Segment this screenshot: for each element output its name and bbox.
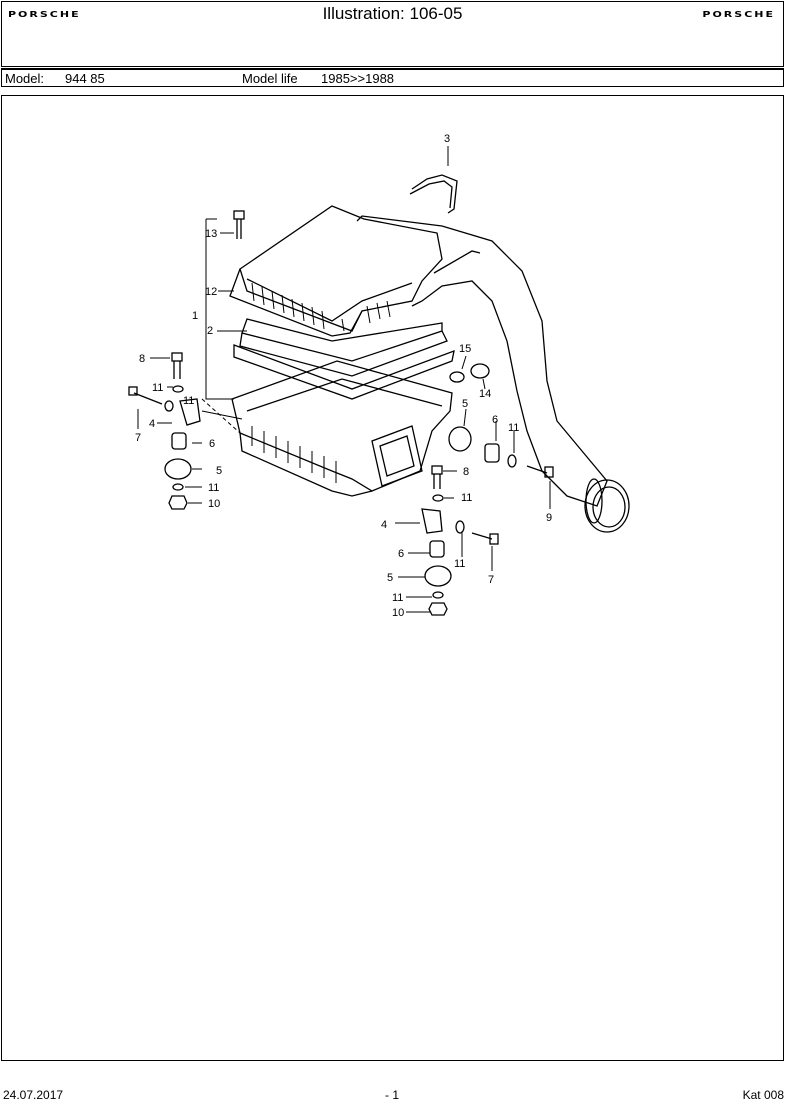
callout-11: 11 xyxy=(152,382,163,394)
callout-6-c: 6 xyxy=(398,548,404,560)
callout-4-b: 4 xyxy=(381,519,387,531)
callout-12: 12 xyxy=(205,286,217,298)
callout-1: 1 xyxy=(192,310,198,322)
porsche-logo-right: PORSCHE xyxy=(702,10,775,20)
footer-date: 24.07.2017 xyxy=(3,1088,64,1102)
callout-11-e: 11 xyxy=(461,492,472,504)
callout-4: 4 xyxy=(149,418,155,430)
callout-11-b: 11 xyxy=(183,395,194,407)
model-value: 944 85 xyxy=(65,71,105,86)
callout-6: 6 xyxy=(209,438,215,450)
callout-5-c: 5 xyxy=(387,572,393,584)
callout-7-b: 7 xyxy=(488,574,494,586)
callout-14: 14 xyxy=(479,388,491,400)
model-life-value: 1985>>1988 xyxy=(321,71,395,86)
callout-11-d: 11 xyxy=(508,422,519,434)
callout-2: 2 xyxy=(207,325,213,337)
callout-11-f: 11 xyxy=(454,558,465,570)
air-filter-exploded-diagram: 1 2 3 4 4 5 5 5 6 6 6 7 7 8 8 9 10 10 11… xyxy=(128,133,630,619)
callout-9: 9 xyxy=(546,512,552,524)
callout-3: 3 xyxy=(444,133,450,145)
header-box: PORSCHE Illustration: 106-05 PORSCHE xyxy=(1,1,784,67)
callout-7: 7 xyxy=(135,432,141,444)
footer-page-number: - 1 xyxy=(385,1088,400,1102)
footer-catalog: Kat 008 xyxy=(742,1088,784,1102)
callout-8-b: 8 xyxy=(463,466,469,478)
model-label: Model: xyxy=(5,71,45,86)
illustration-panel: 1 2 3 4 4 5 5 5 6 6 6 7 7 8 8 9 10 10 11… xyxy=(1,95,784,1061)
callout-10-b: 10 xyxy=(392,607,404,619)
model-bar: Model: 944 85 Model life 1985>>1988 xyxy=(1,68,784,87)
callout-15: 15 xyxy=(459,343,471,355)
porsche-logo-left: PORSCHE xyxy=(8,10,81,20)
callout-10: 10 xyxy=(208,498,220,510)
callout-11-g: 11 xyxy=(392,592,403,604)
callout-6-b: 6 xyxy=(492,414,498,426)
callout-11-c: 11 xyxy=(208,482,219,494)
page-title: Illustration: 106-05 xyxy=(322,4,463,23)
model-life-label: Model life xyxy=(242,71,298,86)
callout-5: 5 xyxy=(216,465,222,477)
callout-labels: 1 2 3 4 4 5 5 5 6 6 6 7 7 8 8 9 10 10 11… xyxy=(135,133,552,619)
callout-5-b: 5 xyxy=(462,398,468,410)
callout-8: 8 xyxy=(139,353,145,365)
callout-13: 13 xyxy=(205,228,217,240)
